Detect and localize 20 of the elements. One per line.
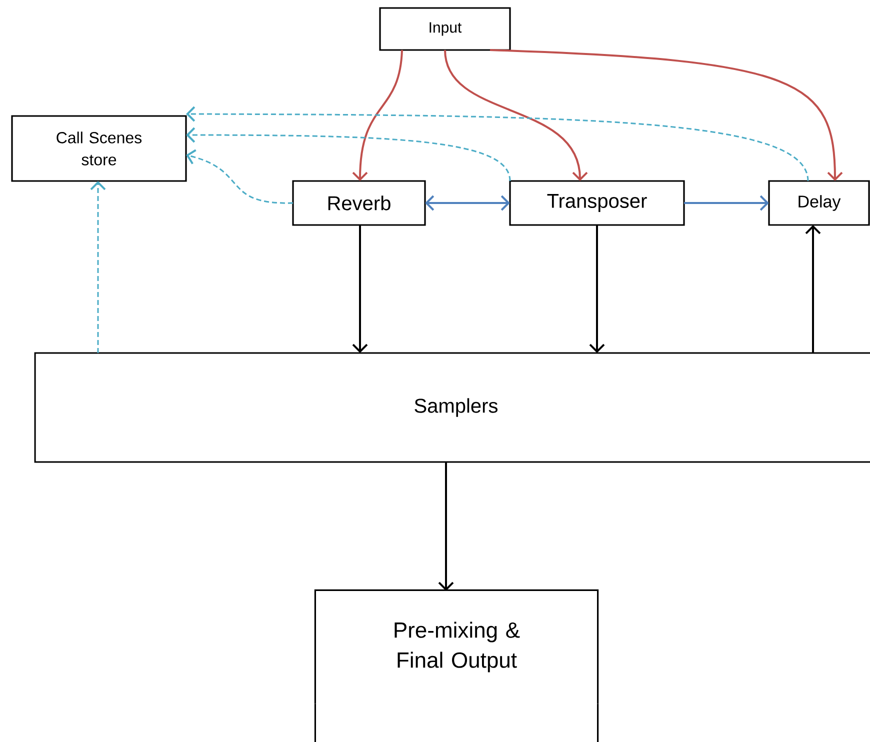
arrow — [589, 225, 605, 353]
process-box: Input — [379, 7, 511, 51]
arrow — [352, 225, 368, 353]
process-box: Delay — [768, 180, 870, 226]
arrow — [684, 195, 769, 211]
process-box: Reverb — [292, 180, 426, 226]
process-box: Pre-mixing & Final Output — [314, 589, 599, 742]
process-box: Samplers — [34, 352, 870, 463]
arrow — [186, 106, 809, 182]
arrow — [490, 49, 843, 181]
arrow — [186, 127, 511, 182]
arrow — [805, 225, 821, 353]
arrow — [425, 195, 510, 211]
arrow — [444, 50, 588, 181]
process-box: Call Scenes store — [11, 115, 187, 182]
process-box: Transposer — [509, 180, 685, 226]
arrow — [438, 462, 454, 591]
arrow — [186, 149, 294, 204]
arrow — [90, 181, 106, 353]
arrow — [352, 50, 403, 181]
